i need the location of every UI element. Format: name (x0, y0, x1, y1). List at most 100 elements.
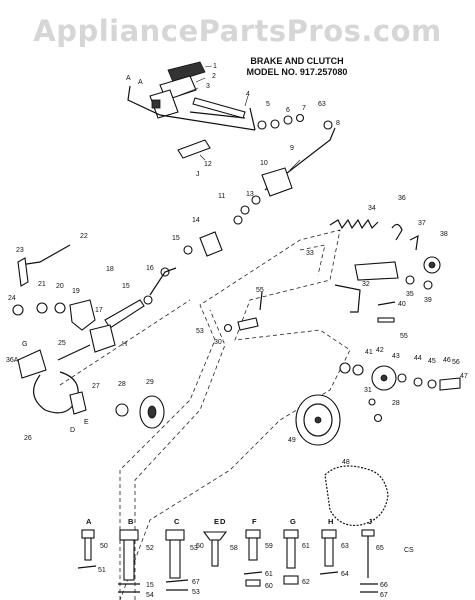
hw-d-53: 53 (192, 589, 200, 596)
callout-h: H (122, 341, 127, 348)
brake-rod (189, 111, 246, 119)
callout-6: 6 (286, 107, 290, 114)
callout-7: 7 (302, 105, 306, 112)
key-55 (377, 317, 395, 323)
nut-11b (233, 215, 243, 225)
callout-63: 63 (318, 101, 326, 108)
callout-37: 37 (418, 220, 426, 227)
callout-53: 53 (196, 328, 204, 335)
callout-31: 31 (364, 387, 372, 394)
clip-37 (409, 234, 419, 251)
hw-j-65: 65 (376, 545, 384, 552)
lever-32 (334, 284, 361, 313)
hw-letter-c: C (174, 517, 180, 526)
callout-25: 25 (58, 340, 66, 347)
watermark: AppliancePartsPros.com (33, 14, 442, 48)
nut-35 (405, 275, 415, 285)
hw-b-15: 15 (146, 582, 154, 589)
callout-a1: A (126, 75, 131, 82)
hw-f-60: 60 (265, 583, 273, 590)
washer-42 (352, 364, 364, 376)
callout-labels: 1 2 3 4 5 6 7 8 9 10 11 12 13 14 15 15 1… (6, 63, 468, 466)
arm-19 (69, 299, 96, 331)
callout-41: 41 (365, 349, 373, 356)
washer-44 (397, 373, 407, 383)
hw-b-52: 52 (146, 545, 154, 552)
hw-h-63: 63 (341, 543, 349, 550)
callout-d: D (70, 427, 75, 434)
rod-4 (249, 107, 256, 131)
hw-j-66: 66 (380, 582, 388, 589)
callout-16: 16 (146, 265, 154, 272)
nut-13 (251, 195, 261, 205)
callout-9: 9 (290, 145, 294, 152)
hw-a-51: 51 (98, 567, 106, 574)
hw-j-67: 67 (380, 592, 388, 599)
hw-f-61: 61 (265, 571, 273, 578)
brake-pedal (149, 61, 206, 119)
callout-55a: 55 (256, 287, 264, 294)
callout-5: 5 (266, 101, 270, 108)
callout-30: 30 (214, 339, 222, 346)
spacer-14 (199, 231, 223, 257)
hook-36 (391, 223, 403, 241)
nut-20 (54, 302, 66, 314)
rod-23-end (17, 257, 29, 287)
spring-34 (329, 218, 379, 230)
clevis-8 (323, 120, 333, 130)
callout-24: 24 (8, 295, 16, 302)
nut-28b (373, 413, 383, 423)
coupling-10 (261, 167, 293, 197)
hw-e-50: 50 (196, 543, 204, 550)
callout-28a: 28 (118, 381, 126, 388)
callout-a2: A (138, 79, 143, 86)
title-line-1: BRAKE AND CLUTCH (250, 56, 344, 66)
hw-letter-g: G (290, 517, 296, 526)
hw-h-64: 64 (341, 571, 349, 578)
pedal-rod (127, 85, 256, 131)
callout-14: 14 (192, 217, 200, 224)
callout-4: 4 (246, 91, 250, 98)
callout-39: 39 (424, 297, 432, 304)
pin-40 (377, 301, 396, 306)
nut-15b (143, 295, 153, 305)
title-line-2: MODEL NO. 917.257080 (246, 67, 348, 77)
nut-53 (223, 323, 233, 333)
callout-48: 48 (342, 459, 350, 466)
hw-letter-a: A (86, 517, 92, 526)
bolt-55 (259, 291, 263, 311)
nut-11a (240, 205, 250, 215)
callout-46: 46 (443, 357, 451, 364)
callout-43: 43 (392, 353, 400, 360)
callout-40: 40 (398, 301, 406, 308)
link-30 (237, 317, 259, 331)
leader-lines (179, 65, 301, 171)
callout-32: 32 (362, 281, 370, 288)
brake-band-26 (33, 371, 79, 414)
hw-d-67: 67 (192, 579, 200, 586)
belt-48 (324, 465, 389, 527)
frame-outline (119, 229, 351, 600)
callout-44: 44 (414, 355, 422, 362)
callout-29: 29 (146, 379, 154, 386)
brake-link-25 (57, 344, 91, 361)
drawing-initials: CS (404, 547, 414, 554)
hw-g-62: 62 (302, 579, 310, 586)
callout-19: 19 (72, 288, 80, 295)
nut-41 (339, 362, 351, 374)
callout-55b: 55 (400, 333, 408, 340)
hw-letter-e: E (214, 517, 219, 526)
bolt-47 (439, 377, 461, 391)
nut-45 (413, 377, 423, 387)
hw-b-54: 54 (146, 592, 154, 599)
callout-12: 12 (204, 161, 212, 168)
callout-15a: 15 (172, 235, 180, 242)
diagram-title: BRAKE AND CLUTCH MODEL NO. 917.257080 (222, 56, 372, 78)
callout-1: 1 (213, 63, 217, 70)
nut-46 (427, 379, 437, 389)
callout-35: 35 (406, 291, 414, 298)
callout-g: G (22, 341, 27, 348)
hw-letter-b: B (128, 517, 134, 526)
rod-23 (19, 244, 71, 266)
